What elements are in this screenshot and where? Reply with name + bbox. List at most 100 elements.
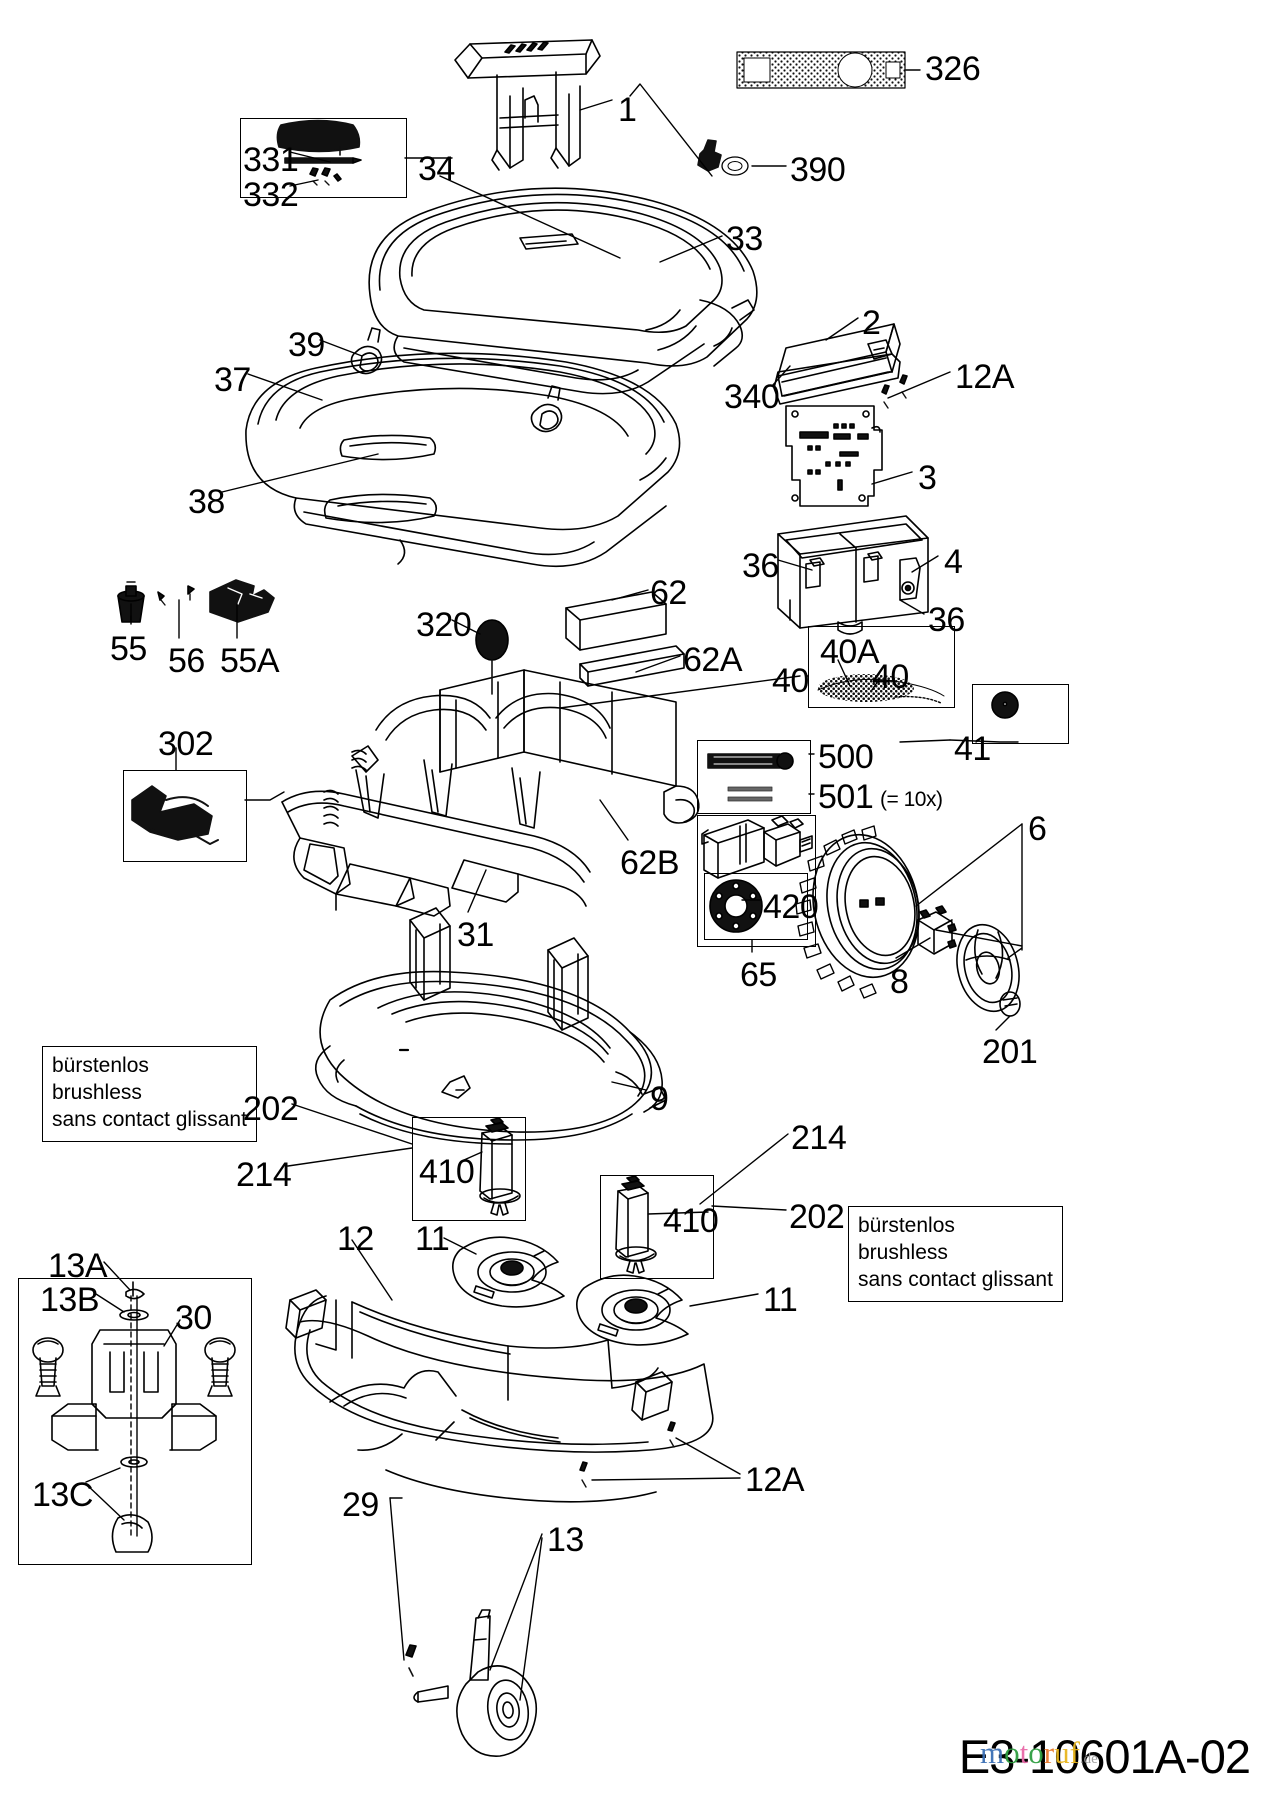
part-1-carry-handle — [454, 39, 601, 171]
note-left-line-3: sans contact glissant — [52, 1107, 247, 1131]
note-right-line-3: sans contact glissant — [858, 1267, 1053, 1291]
inset-frame-410-left — [412, 1117, 526, 1221]
part-332-pad-fasteners — [284, 157, 362, 186]
part-37-lower-hood-shell — [245, 327, 681, 568]
callout-13c: 13C — [32, 1476, 93, 1514]
callout-11: 11 — [415, 1220, 450, 1258]
note-right-line-1: bürstenlos — [858, 1214, 955, 1237]
callout-2: 2 — [862, 304, 881, 342]
note-left-line-1: bürstenlos — [52, 1054, 149, 1077]
callout-38: 38 — [188, 483, 225, 521]
callout-501: 501 — [818, 778, 874, 816]
part-40-seal-inset — [817, 674, 945, 704]
note-brushless-right: bürstenlos brushless sans contact glissa… — [848, 1206, 1063, 1302]
callout-320: 320 — [416, 606, 472, 644]
part-12-front-bumper — [285, 1289, 714, 1503]
callout-500: 500 — [818, 738, 874, 776]
callout-37: 37 — [214, 361, 251, 399]
inset-frame-420 — [704, 873, 808, 940]
inset-frame-500-501 — [697, 740, 811, 814]
callout-36: 36 — [742, 547, 779, 585]
callout-31: 31 — [457, 916, 494, 954]
part-8-hub-coupler — [917, 905, 957, 955]
caster-ball-left — [32, 1337, 64, 1397]
callout-40a: 40A — [820, 633, 880, 671]
part-4-battery-housing — [777, 515, 929, 635]
part-420-gasket-disc-inset — [709, 879, 763, 933]
part-2-display-cover — [777, 323, 901, 397]
callout-420: 420 — [763, 888, 819, 926]
note-brushless-left: bürstenlos brushless sans contact glissa… — [42, 1046, 257, 1142]
part-501-washer-inset — [727, 786, 773, 802]
callout-202: 202 — [789, 1198, 845, 1236]
note-left-line-2: brushless — [52, 1080, 142, 1104]
callout-214: 214 — [236, 1156, 292, 1194]
callout-62: 62 — [650, 574, 687, 612]
callout-332: 332 — [243, 176, 299, 214]
callout-33: 33 — [726, 220, 763, 258]
part-320-lift-magnet — [475, 619, 509, 695]
callout-39: 39 — [288, 326, 325, 364]
part-11-blade-disc-right — [576, 1274, 689, 1346]
caster-ball-right — [204, 1337, 236, 1397]
callout-214: 214 — [791, 1119, 847, 1157]
callout-4: 4 — [944, 543, 963, 581]
inset-frame-30 — [18, 1278, 252, 1565]
part-62-cover-pad — [565, 591, 667, 651]
callout-410: 410 — [419, 1153, 475, 1191]
part-11-blade-disc-left — [452, 1236, 565, 1308]
callout-40: 40 — [772, 662, 809, 700]
part-13-caster-wheel — [413, 1609, 538, 1757]
drawing-number: E3-10601A-02 — [958, 1730, 1251, 1783]
part-340-display-gasket — [773, 353, 901, 405]
callout-40: 40 — [872, 658, 909, 696]
callout-56: 56 — [168, 642, 205, 680]
callout-13: 13 — [547, 1521, 584, 1559]
callout-8: 8 — [890, 963, 909, 1001]
part-31-height-frame — [281, 669, 700, 1031]
callout-331: 331 — [243, 141, 299, 179]
callout-3: 3 — [918, 459, 937, 497]
callout-1: 1 — [618, 91, 637, 129]
callout-36: 36 — [928, 601, 965, 639]
callout-55: 55 — [110, 630, 147, 668]
inset-frame-40 — [808, 626, 955, 708]
part-390-grommet — [697, 139, 749, 176]
callout-34: 34 — [418, 150, 455, 188]
inset-frame-302 — [123, 770, 247, 862]
part-326-foam-strip — [736, 51, 906, 89]
callout-12a: 12A — [745, 1461, 805, 1499]
annotation-501-multiplier: (= 10x) — [880, 788, 943, 811]
inset-frame-41 — [972, 684, 1069, 744]
callout-202: 202 — [243, 1090, 299, 1128]
part-33-upper-hood — [368, 187, 758, 395]
callout-302: 302 — [158, 725, 214, 763]
callout-11: 11 — [763, 1281, 798, 1319]
part-55A-sensor-bracket — [209, 579, 275, 623]
note-right-line-2: brushless — [858, 1240, 948, 1264]
part-62A-cover-strip — [579, 645, 685, 687]
callout-12a: 12A — [955, 358, 1015, 396]
part-302-harness-inset — [131, 785, 219, 845]
part-331-hood-pad — [276, 119, 361, 156]
callout-390: 390 — [790, 151, 846, 189]
callout-65: 65 — [740, 956, 777, 994]
part-9-chassis-deck — [314, 970, 667, 1145]
part-6-wheel-hub-cap — [956, 923, 1020, 1013]
inset-frame-331-332 — [240, 118, 407, 198]
callout-13a: 13A — [48, 1247, 108, 1285]
part-41-grommet-inset — [991, 691, 1019, 719]
callout-62a: 62A — [683, 641, 743, 679]
callout-30: 30 — [175, 1299, 212, 1337]
part-29-caster-screw — [405, 1644, 417, 1677]
callout-12: 12 — [337, 1220, 374, 1258]
callout-55a: 55A — [220, 642, 280, 680]
part-500-bolt-inset — [707, 752, 794, 770]
callout-410: 410 — [663, 1202, 719, 1240]
callout-326: 326 — [925, 50, 981, 88]
callout-9: 9 — [650, 1080, 669, 1118]
leader-lines — [85, 69, 1023, 1701]
part-30-caster-bracket-inset — [32, 1281, 236, 1553]
